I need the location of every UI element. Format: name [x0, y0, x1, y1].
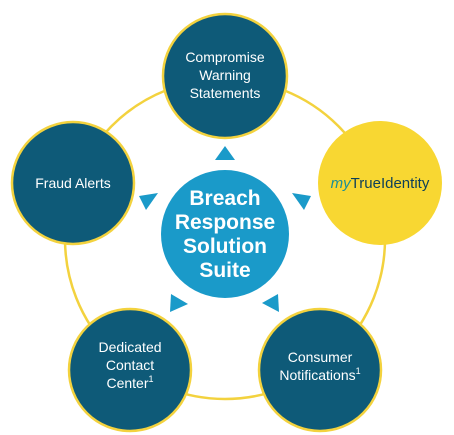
fraud-alerts-label: Fraud Alerts [35, 175, 110, 191]
node-compromise-warning: Compromise Warning Statements [161, 12, 289, 140]
contact-line-3: Center1 [106, 374, 153, 391]
hub-line-2: Response [175, 211, 275, 234]
arrow-upper-left-icon [139, 193, 158, 210]
arrow-lower-right-icon [262, 294, 279, 312]
contact-line-1: Dedicated [98, 339, 161, 355]
compromise-line-3: Statements [190, 85, 261, 101]
arrow-upper-right-icon [292, 193, 311, 210]
brand-logo-text: myTrueIdentity [331, 175, 430, 192]
node-mytrueidentity: myTrueIdentity [318, 121, 442, 245]
consumer-line-2-text: Notifications [279, 367, 355, 383]
brand-prefix: my [331, 175, 352, 192]
consumer-line-2: Notifications1 [279, 366, 360, 383]
consumer-footnote: 1 [356, 366, 361, 376]
arrow-up-icon [215, 146, 235, 160]
arrow-lower-left-icon [170, 294, 188, 312]
node-fraud-alerts: Fraud Alerts [10, 120, 136, 246]
hub-line-3: Solution [183, 235, 267, 258]
node-dedicated-contact-center: Dedicated Contact Center1 [67, 307, 193, 433]
node-consumer-notifications: Consumer Notifications1 [257, 307, 383, 433]
hub-arrows [139, 146, 311, 312]
hub-line-4: Suite [199, 259, 250, 282]
compromise-line-1: Compromise [185, 49, 265, 65]
contact-line-2: Contact [106, 357, 154, 373]
contact-footnote: 1 [149, 374, 154, 384]
consumer-line-1: Consumer [288, 349, 353, 365]
contact-line-3-text: Center [106, 375, 148, 391]
compromise-line-2: Warning [199, 67, 251, 83]
hub-line-1: Breach [189, 187, 260, 210]
brand-name: TrueIdentity [351, 175, 430, 192]
hub-circle: Breach Response Solution Suite [161, 170, 289, 298]
